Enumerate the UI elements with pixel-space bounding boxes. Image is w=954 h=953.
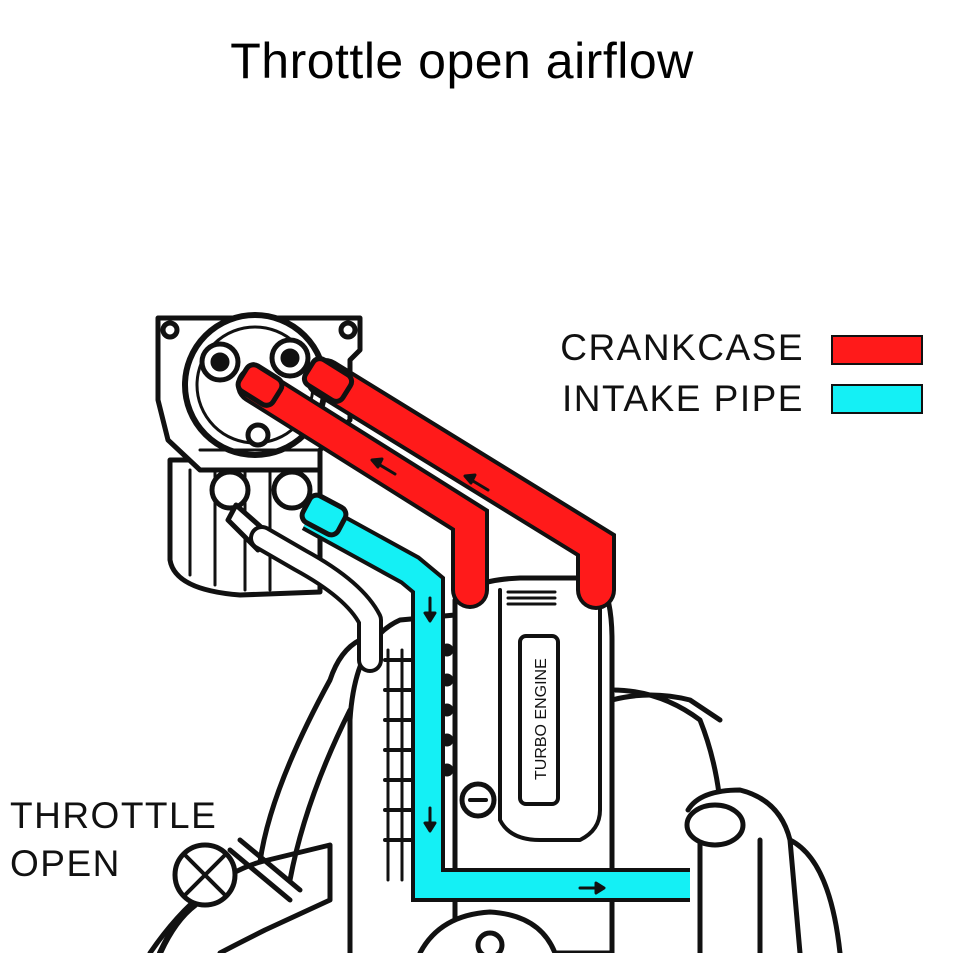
flow-arrow-icon	[423, 596, 437, 623]
flow-arrow-icon	[370, 457, 397, 476]
throttle-callout-line1: THROTTLE	[10, 795, 218, 836]
intake-pipe	[299, 492, 690, 902]
diagram-title: Throttle open airflow	[230, 33, 694, 89]
legend-intake-swatch	[831, 384, 923, 414]
legend-crankcase-label: CRANKCASE	[560, 327, 804, 368]
flow-arrows	[370, 457, 606, 895]
engine-label: TURBO ENGINE	[533, 658, 550, 780]
flow-arrow-icon	[423, 806, 437, 833]
throttle-callout-line2: OPEN	[10, 843, 121, 884]
throttle-body	[147, 637, 363, 953]
turbo-pipes	[609, 692, 843, 953]
throttle-open-callout: THROTTLE OPEN	[10, 792, 217, 888]
legend-intake-label: INTAKE PIPE	[562, 378, 804, 419]
crankcase-hoses	[235, 356, 616, 610]
flow-arrow-icon	[463, 473, 490, 492]
flow-arrow-icon	[578, 881, 606, 895]
legend-crankcase-swatch	[831, 335, 923, 365]
